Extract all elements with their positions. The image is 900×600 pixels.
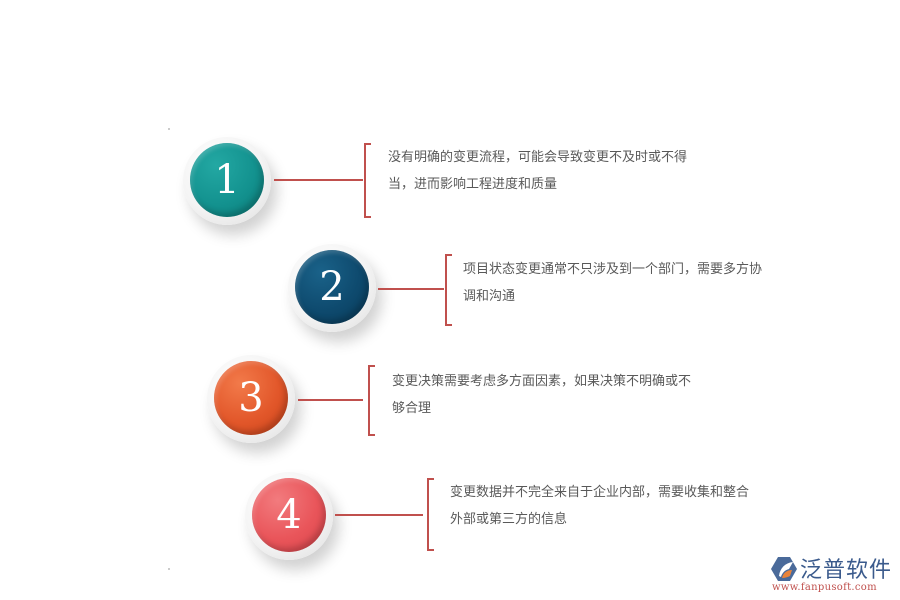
connector-line: [335, 514, 423, 516]
description-line-2: 外部或第三方的信息: [450, 512, 568, 527]
connector-line: [274, 179, 363, 181]
number-badge-4: 4: [252, 478, 326, 552]
number-label: 2: [319, 264, 345, 310]
description-line-1: 变更决策需要考虑多方面因素，如果决策不明确或不: [392, 374, 692, 389]
watermark-logo: 泛普软件 www.fanpusoft.com: [768, 552, 893, 596]
number-badge-1: 1: [190, 143, 264, 217]
description-line-1: 没有明确的变更流程，可能会导致变更不及时或不得: [388, 150, 688, 165]
brand-name: 泛普软件: [800, 558, 893, 583]
item-description: 没有明确的变更流程，可能会导致变更不及时或不得 当，进而影响工程进度和质量: [388, 144, 687, 198]
connector-line: [298, 399, 363, 401]
item-description: 变更决策需要考虑多方面因素，如果决策不明确或不 够合理: [392, 368, 691, 422]
bracket: [427, 478, 434, 551]
brand-url: www.fanpusoft.com: [772, 582, 877, 593]
description-line-2: 当，进而影响工程进度和质量: [388, 177, 558, 192]
item-description: 变更数据并不完全来自于企业内部，需要收集和整合 外部或第三方的信息: [450, 479, 749, 533]
number-label: 1: [214, 157, 240, 203]
number-badge-2: 2: [295, 250, 369, 324]
decorative-dot: [168, 128, 170, 130]
description-line-1: 变更数据并不完全来自于企业内部，需要收集和整合: [450, 485, 750, 500]
description-line-1: 项目状态变更通常不只涉及到一个部门，需要多方协: [463, 262, 763, 277]
decorative-dot: [168, 568, 170, 570]
bracket: [445, 254, 452, 326]
number-label: 3: [238, 375, 264, 421]
item-description: 项目状态变更通常不只涉及到一个部门，需要多方协 调和沟通: [463, 256, 762, 310]
number-badge-3: 3: [214, 361, 288, 435]
number-label: 4: [276, 492, 302, 538]
bracket: [368, 365, 375, 436]
description-line-2: 调和沟通: [463, 289, 516, 304]
bracket: [364, 143, 371, 218]
connector-line: [378, 288, 444, 290]
description-line-2: 够合理: [392, 401, 432, 416]
fanpu-logo-icon: [771, 557, 797, 581]
